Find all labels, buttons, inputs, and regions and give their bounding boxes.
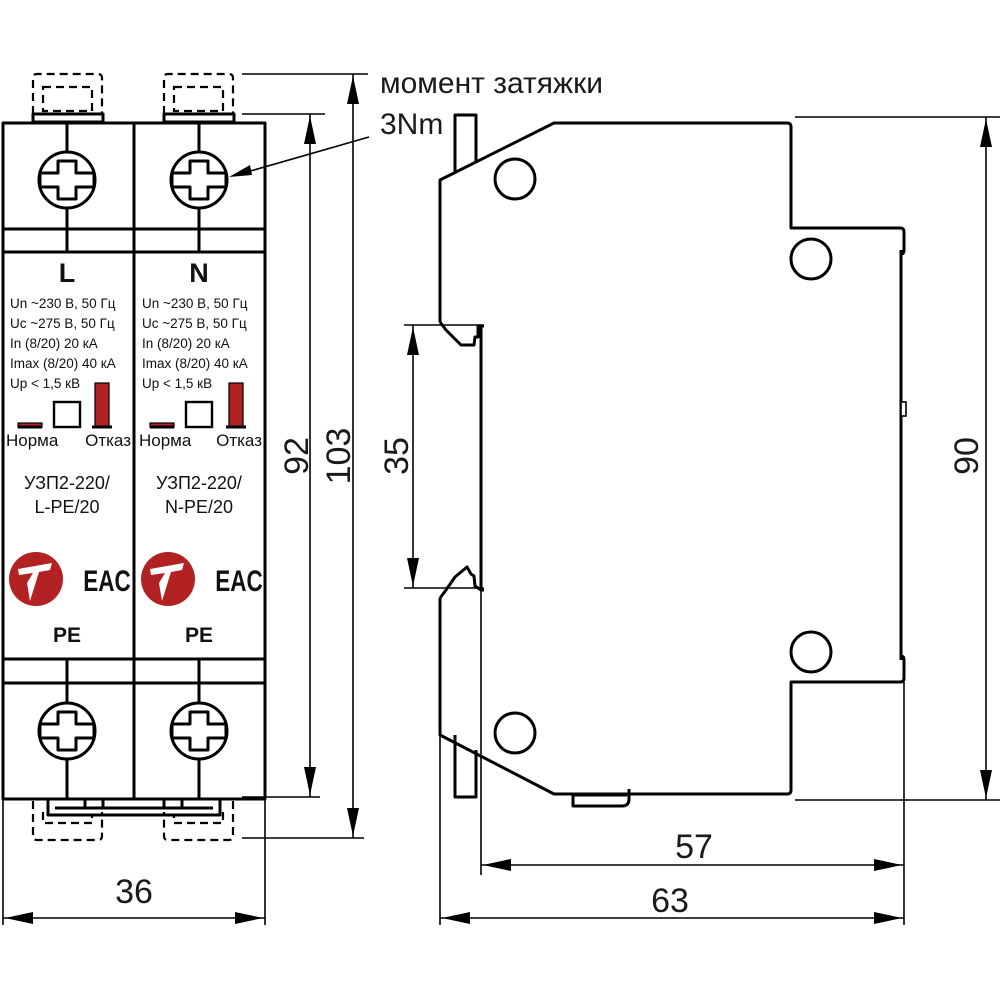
torque-label: момент затяжки [380, 67, 603, 100]
bottom-tab [453, 735, 478, 799]
module-n: N Un ~230 В, 50 Гц Uc ~275 В, 50 Гц In (… [139, 258, 263, 647]
spec-line: Up < 1,5 кВ [10, 376, 80, 391]
terminal-screw-icon [169, 150, 229, 210]
dimension-90: 90 [795, 116, 1000, 801]
top-tab [453, 113, 478, 172]
mounting-hole-icon [493, 711, 537, 755]
spec-line: In (8/20) 20 кА [10, 336, 98, 351]
indicator-fault-label: Отказ [216, 431, 262, 450]
dimension-57: 57 [480, 590, 905, 925]
status-indicator [17, 382, 112, 429]
dimension-label: 36 [115, 873, 153, 911]
bottom-clip [31, 799, 235, 842]
terminal-screw-icon [37, 150, 97, 210]
mounting-hole-icon [789, 630, 833, 674]
dimension-92: 92 [242, 113, 325, 798]
side-view: 35 90 57 63 [378, 113, 1000, 925]
module-l: L Un ~230 В, 50 Гц Uc ~275 В, 50 Гц In (… [6, 258, 131, 647]
indicator-fault-icon [228, 382, 244, 428]
dimension-label: 57 [675, 828, 713, 866]
dimension-35: 35 [378, 324, 484, 589]
pe-label: PE [53, 624, 81, 647]
model-line-2: L-PE/20 [34, 497, 99, 517]
dimension-label: 35 [378, 437, 416, 475]
top-clip-right [162, 72, 236, 124]
model-line-1: УЗП2-220/ [24, 473, 110, 493]
indicator-fault-icon [94, 382, 110, 428]
dimension-label: 90 [948, 437, 986, 475]
dimension-36: 36 [2, 799, 266, 925]
status-indicator [149, 382, 246, 429]
spec-line: Imax (8/20) 40 кА [142, 356, 248, 371]
spec-line: Uc ~275 В, 50 Гц [142, 316, 247, 331]
din-hook-bottom [438, 565, 484, 599]
top-clip-left [31, 72, 105, 124]
indicator-fault-label: Отказ [85, 431, 131, 450]
indicator-normal-label: Норма [6, 431, 59, 450]
spec-line: Uc ~275 В, 50 Гц [10, 316, 115, 331]
spec-line: Up < 1,5 кВ [142, 376, 212, 391]
terminal-screw-icon [169, 701, 229, 761]
din-hook-top [438, 321, 484, 347]
brand-logo-icon [141, 552, 195, 606]
spec-line: Imax (8/20) 40 кА [10, 356, 116, 371]
pe-label: PE [185, 624, 213, 647]
terminal-screw-icon [37, 701, 97, 761]
model-line-1: УЗП2-220/ [156, 473, 242, 493]
brand-logo-icon [9, 552, 63, 606]
dimension-label: 92 [278, 437, 316, 475]
side-body-outline [438, 121, 906, 796]
dimension-label: 63 [651, 882, 689, 920]
eac-mark: EAC [215, 564, 262, 598]
spec-line: In (8/20) 20 кА [142, 336, 230, 351]
model-line-2: N-PE/20 [165, 497, 233, 517]
indicator-window-icon [52, 400, 82, 429]
spec-line: Un ~230 В, 50 Гц [10, 296, 116, 311]
indicator-normal-label: Норма [139, 431, 192, 450]
indicator-window-icon [184, 400, 214, 429]
pole-label: N [189, 258, 209, 288]
pole-label: L [59, 258, 76, 288]
dimension-63: 63 [439, 735, 904, 925]
dimension-label: 103 [320, 428, 358, 485]
eac-mark: EAC [83, 564, 130, 598]
bottom-latch [571, 789, 631, 808]
dimension-103: 103 [242, 73, 368, 839]
mounting-hole-icon [493, 157, 537, 201]
front-view: L Un ~230 В, 50 Гц Uc ~275 В, 50 Гц In (… [1, 67, 603, 925]
torque-value: 3Nm [380, 108, 443, 141]
torque-leader-arrow [229, 136, 370, 177]
mounting-hole-icon [789, 237, 833, 281]
side-notch [900, 401, 907, 417]
spec-line: Un ~230 В, 50 Гц [142, 296, 248, 311]
